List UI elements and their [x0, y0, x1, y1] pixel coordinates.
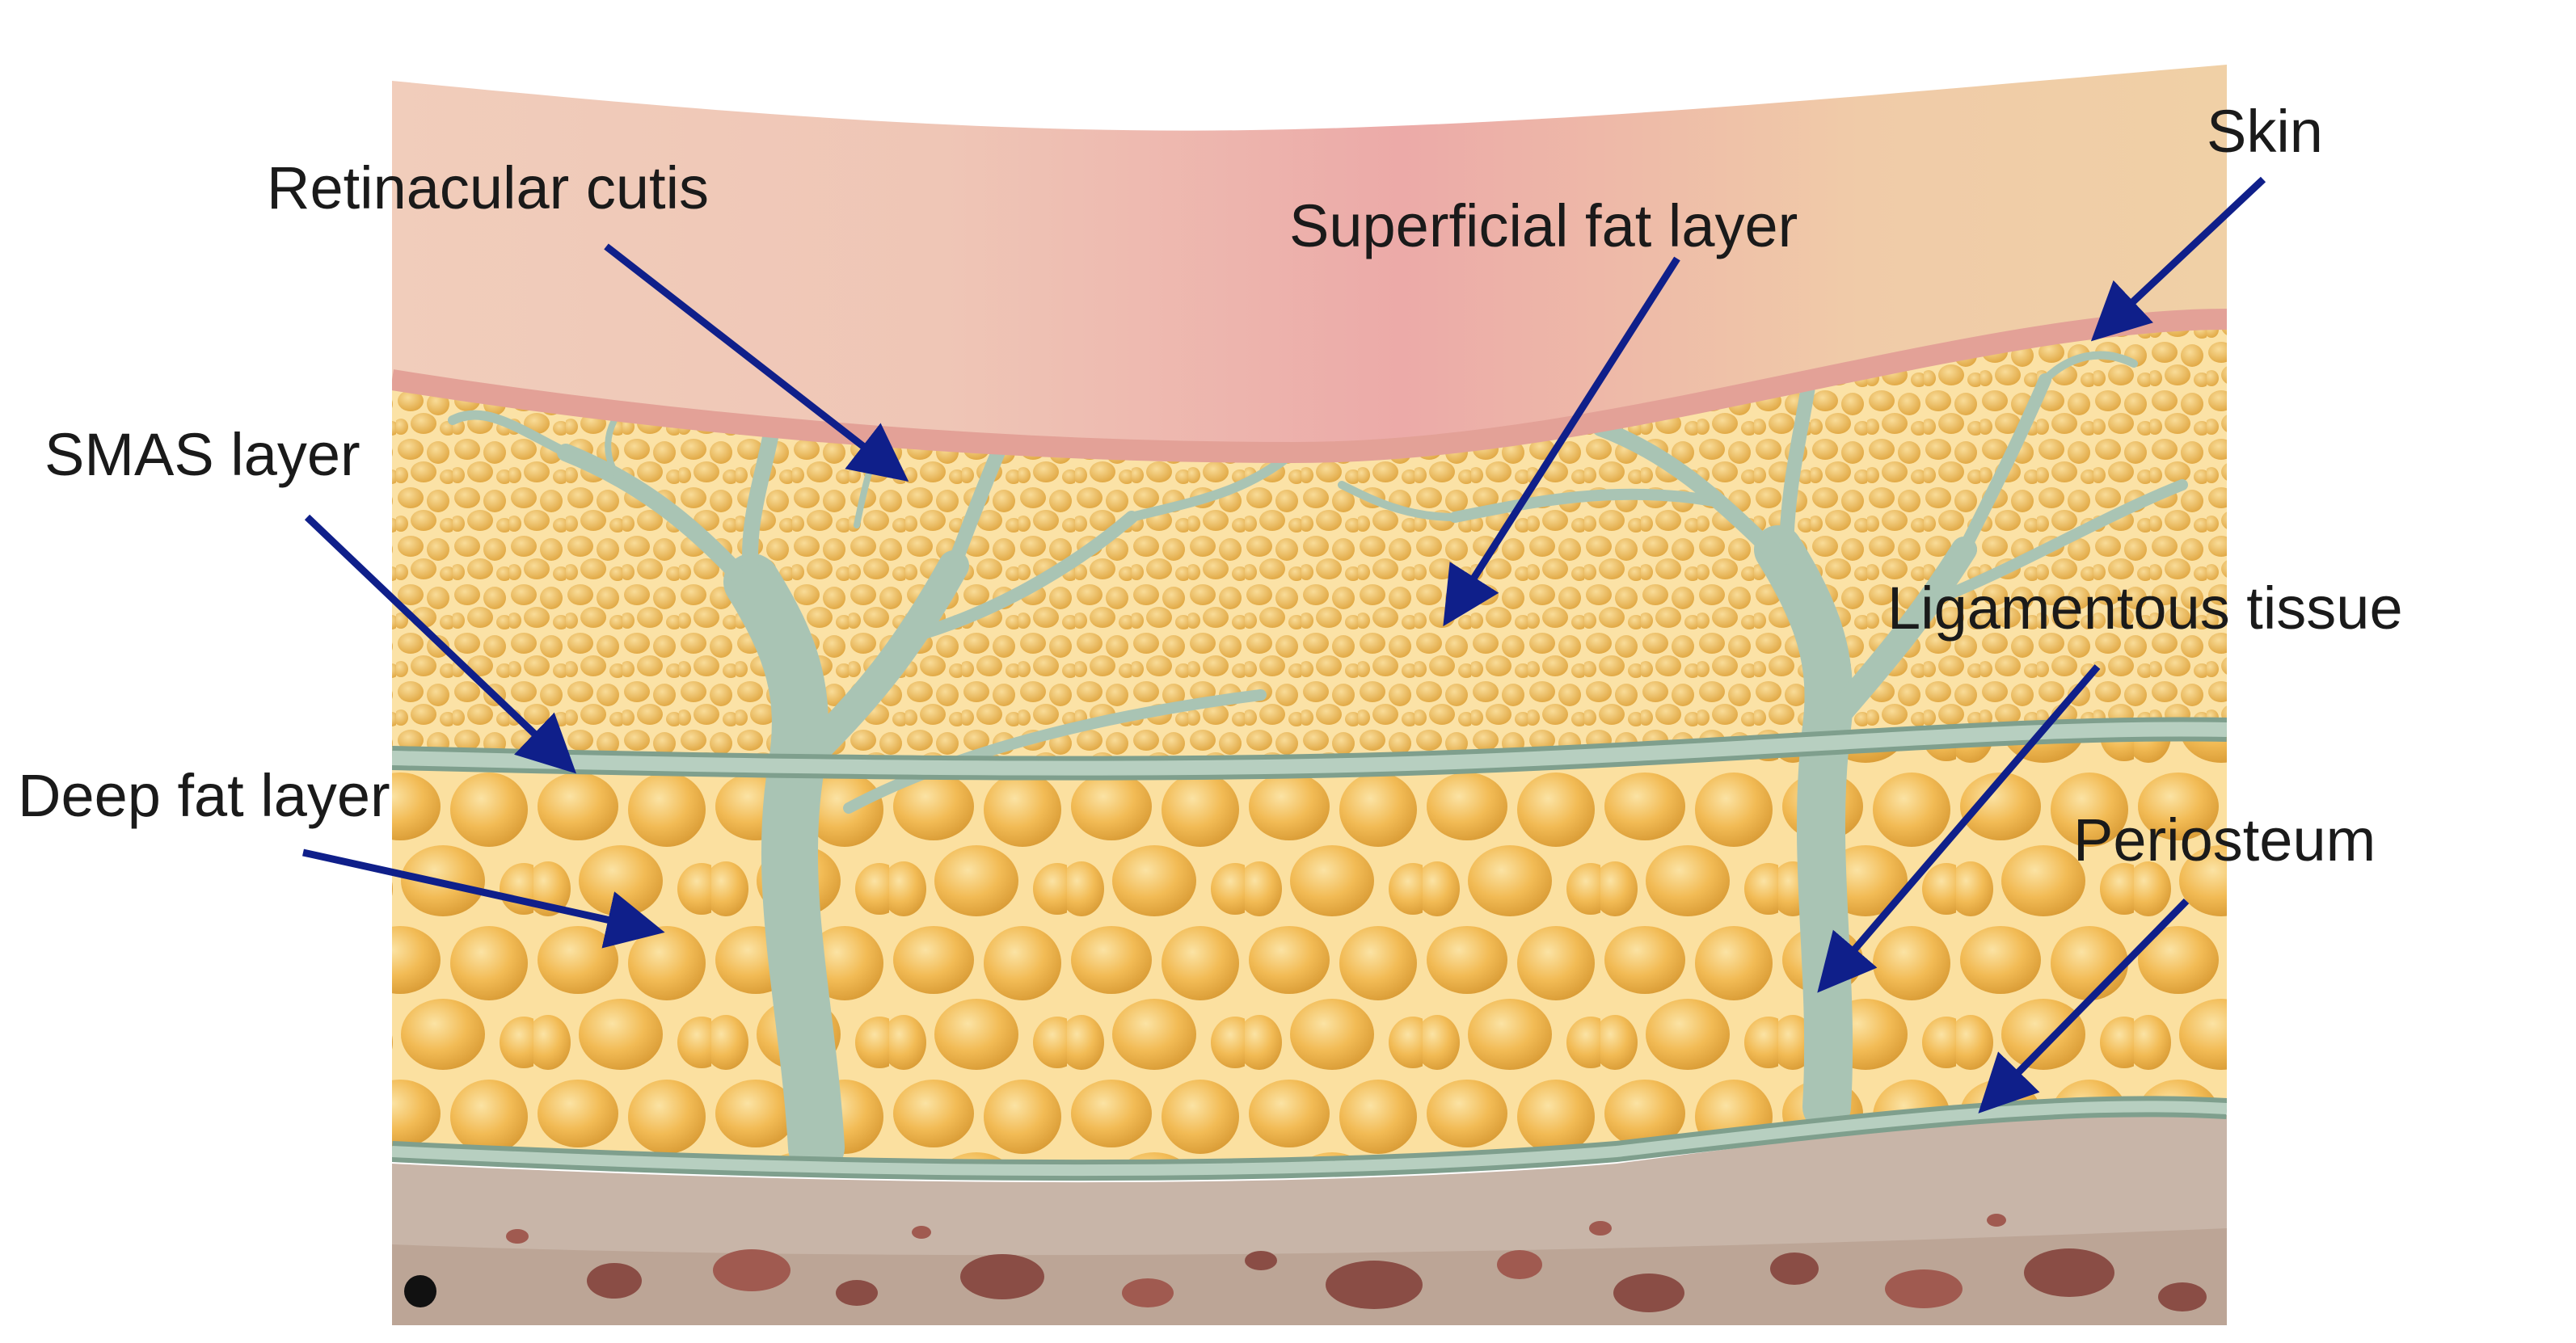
arrow-icon: [302, 848, 665, 949]
arrow-icon: [1817, 664, 2101, 993]
arrow-icon: [2090, 176, 2266, 342]
labels: Retinacular cutis Superficial fat layer …: [18, 98, 2403, 874]
label-skin: Skin: [2207, 98, 2323, 165]
superficial-fat-region: [392, 319, 2227, 770]
bone-layer: [392, 1114, 2227, 1325]
retinacular-cutis-left: [448, 372, 1298, 1176]
arrows: [302, 176, 2266, 1114]
arrow-icon: [604, 243, 909, 482]
label-ligamentous-tissue: Ligamentous tissue: [1887, 575, 2403, 642]
arrow-icon: [1978, 898, 2190, 1114]
deep-fat-region: [392, 730, 2227, 1167]
arrow-icon: [304, 514, 577, 774]
tissue-block: [392, 48, 2227, 1325]
label-superficial-fat-layer: Superficial fat layer: [1289, 192, 1798, 259]
label-retinacular-cutis: Retinacular cutis: [267, 154, 709, 221]
dermis-band: [392, 309, 2227, 464]
label-smas-layer: SMAS layer: [44, 421, 360, 488]
label-periosteum: Periosteum: [2073, 806, 2376, 874]
arrow-icon: [1443, 256, 1680, 627]
retinacular-cutis-right: [1338, 351, 2188, 1131]
skin-layer: [392, 48, 2227, 453]
label-deep-fat-layer: Deep fat layer: [18, 762, 390, 829]
